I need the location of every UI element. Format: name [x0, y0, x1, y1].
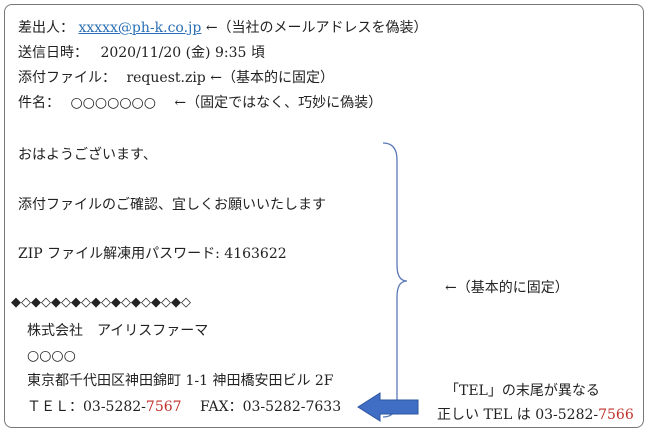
company-name: 株式会社 アイリスファーマ [27, 323, 209, 339]
attachment-label: 添付ファイル： [18, 70, 116, 86]
tel-correct-note: 正しい TEL は 03-5282-7566 [437, 406, 634, 424]
signature-divider: ◆◇◆◇◆◇◆◇◆◇◆◇◆◇◆◇◆◇ [11, 295, 191, 310]
zip-password-text: ZIP ファイル解凍用パスワード: 4163622 [18, 246, 287, 262]
person-name: ○○○○ [27, 348, 76, 364]
tel-correct-suffix: 7566 [598, 407, 634, 423]
subject-note: ←（固定ではなく、巧妙に偽装） [174, 95, 383, 111]
body-line-confirm: 添付ファイルのご確認、宜しくお願いいたします [18, 197, 326, 213]
date-label: 送信日時： [18, 45, 88, 61]
tel-prefix: ＴＥＬ：03-5282- [27, 399, 146, 415]
subject-value: ○○○○○○○ [70, 95, 156, 111]
sender-email-link[interactable]: xxxxx@ph-k.co.jp [78, 20, 202, 36]
attachment-row: 添付ファイル： request.zip ←（基本的に固定） [18, 69, 334, 87]
sender-row: 差出人： xxxxx@ph-k.co.jp ←（当社のメールアドレスを偽装） [18, 19, 428, 37]
fixed-note: ←（基本的に固定） [445, 280, 569, 296]
tel-suffix: 7567 [145, 399, 182, 415]
tel-diff-note: 「TEL」の末尾が異なる [445, 383, 600, 399]
sender-label: 差出人： [18, 20, 74, 36]
fax-text: FAX：03-5282-7633 [200, 399, 342, 415]
greeting-text: おはようございます、 [18, 147, 157, 163]
tel-correct-prefix: 正しい TEL は 03-5282- [437, 407, 599, 423]
date-row: 送信日時： 2020/11/20 (金) 9:35 頃 [18, 44, 265, 62]
attachment-value: request.zip [126, 70, 206, 86]
address-text: 東京都千代田区神田錦町 1-1 神田橋安田ビル 2F [27, 373, 334, 389]
curly-brace-icon [382, 142, 408, 418]
subject-label: 件名： [18, 95, 60, 111]
left-arrow-icon [357, 392, 419, 422]
date-value: 2020/11/20 (金) 9:35 頃 [100, 45, 265, 61]
subject-row: 件名： ○○○○○○○ ←（固定ではなく、巧妙に偽装） [18, 94, 382, 112]
attachment-note: ←（基本的に固定） [210, 70, 334, 86]
email-frame [4, 4, 644, 428]
tel-fax-row: ＴＥＬ：03-5282-7567 FAX：03-5282-7633 [27, 398, 341, 416]
sender-note: ←（当社のメールアドレスを偽装） [205, 20, 428, 36]
